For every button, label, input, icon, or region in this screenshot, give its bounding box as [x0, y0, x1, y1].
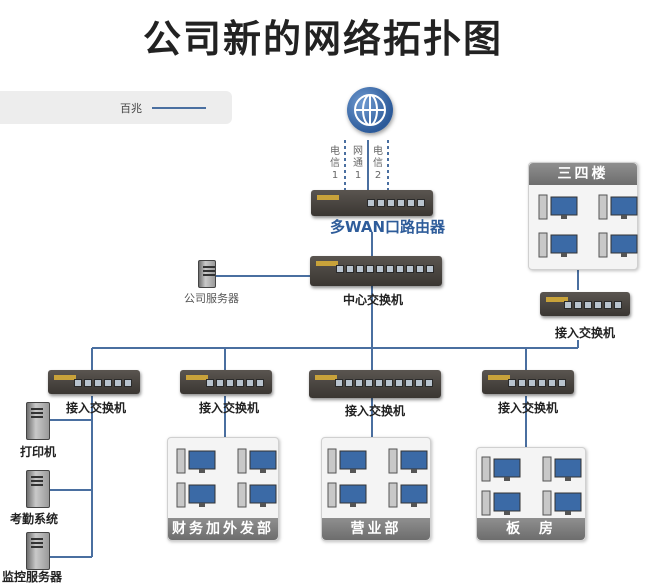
core-switch-label: 中心交换机 [343, 293, 404, 307]
pc-icon [541, 455, 591, 485]
pc-icon [480, 489, 530, 519]
pc-icon [387, 481, 437, 511]
switch-icon [48, 370, 140, 394]
floor34-label: 三四楼 [529, 163, 637, 185]
company-server-label: 公司服务器 [184, 292, 239, 305]
pc-icon [537, 231, 587, 261]
printer-icon [26, 402, 50, 440]
pc-icon [326, 481, 376, 511]
pc-icon [537, 193, 587, 223]
pc-icon [480, 455, 530, 485]
server-icon [26, 470, 50, 508]
access-switch-label: 接入交换机 [345, 404, 406, 418]
switch-icon [482, 370, 574, 394]
legend-label: 百兆 [120, 102, 142, 115]
pc-icon [326, 447, 376, 477]
legend: 百兆 [0, 91, 232, 124]
device-label: 打印机 [20, 445, 57, 459]
router-label: 多WAN口路由器 [330, 218, 446, 236]
pc-icon [236, 447, 286, 477]
pc-icon [541, 489, 591, 519]
legend-line-icon [152, 107, 206, 109]
router-icon [311, 190, 433, 216]
department-label: 财务加外发部 [168, 518, 278, 540]
page-title: 公司新的网络拓扑图 [142, 16, 503, 61]
floor34-switch-label: 接入交换机 [555, 326, 616, 340]
pc-icon [236, 481, 286, 511]
pc-icon [175, 481, 225, 511]
globe-icon [347, 87, 393, 133]
pc-icon [597, 193, 646, 223]
pc-icon [597, 231, 646, 261]
server-icon [26, 532, 50, 570]
access-switch-label: 接入交换机 [66, 401, 127, 415]
switch-icon [540, 292, 630, 316]
department-label: 营业部 [322, 518, 430, 540]
switch-icon [309, 370, 441, 398]
department-label: 板 房 [477, 518, 585, 540]
switch-icon [180, 370, 272, 394]
device-label: 考勤系统 [10, 512, 59, 526]
access-switch-label: 接入交换机 [498, 401, 559, 415]
core-switch-icon [310, 256, 442, 286]
device-label: 监控服务器 [2, 570, 63, 584]
server-icon [198, 260, 216, 288]
pc-icon [387, 447, 437, 477]
pc-icon [175, 447, 225, 477]
access-switch-label: 接入交换机 [199, 401, 260, 415]
